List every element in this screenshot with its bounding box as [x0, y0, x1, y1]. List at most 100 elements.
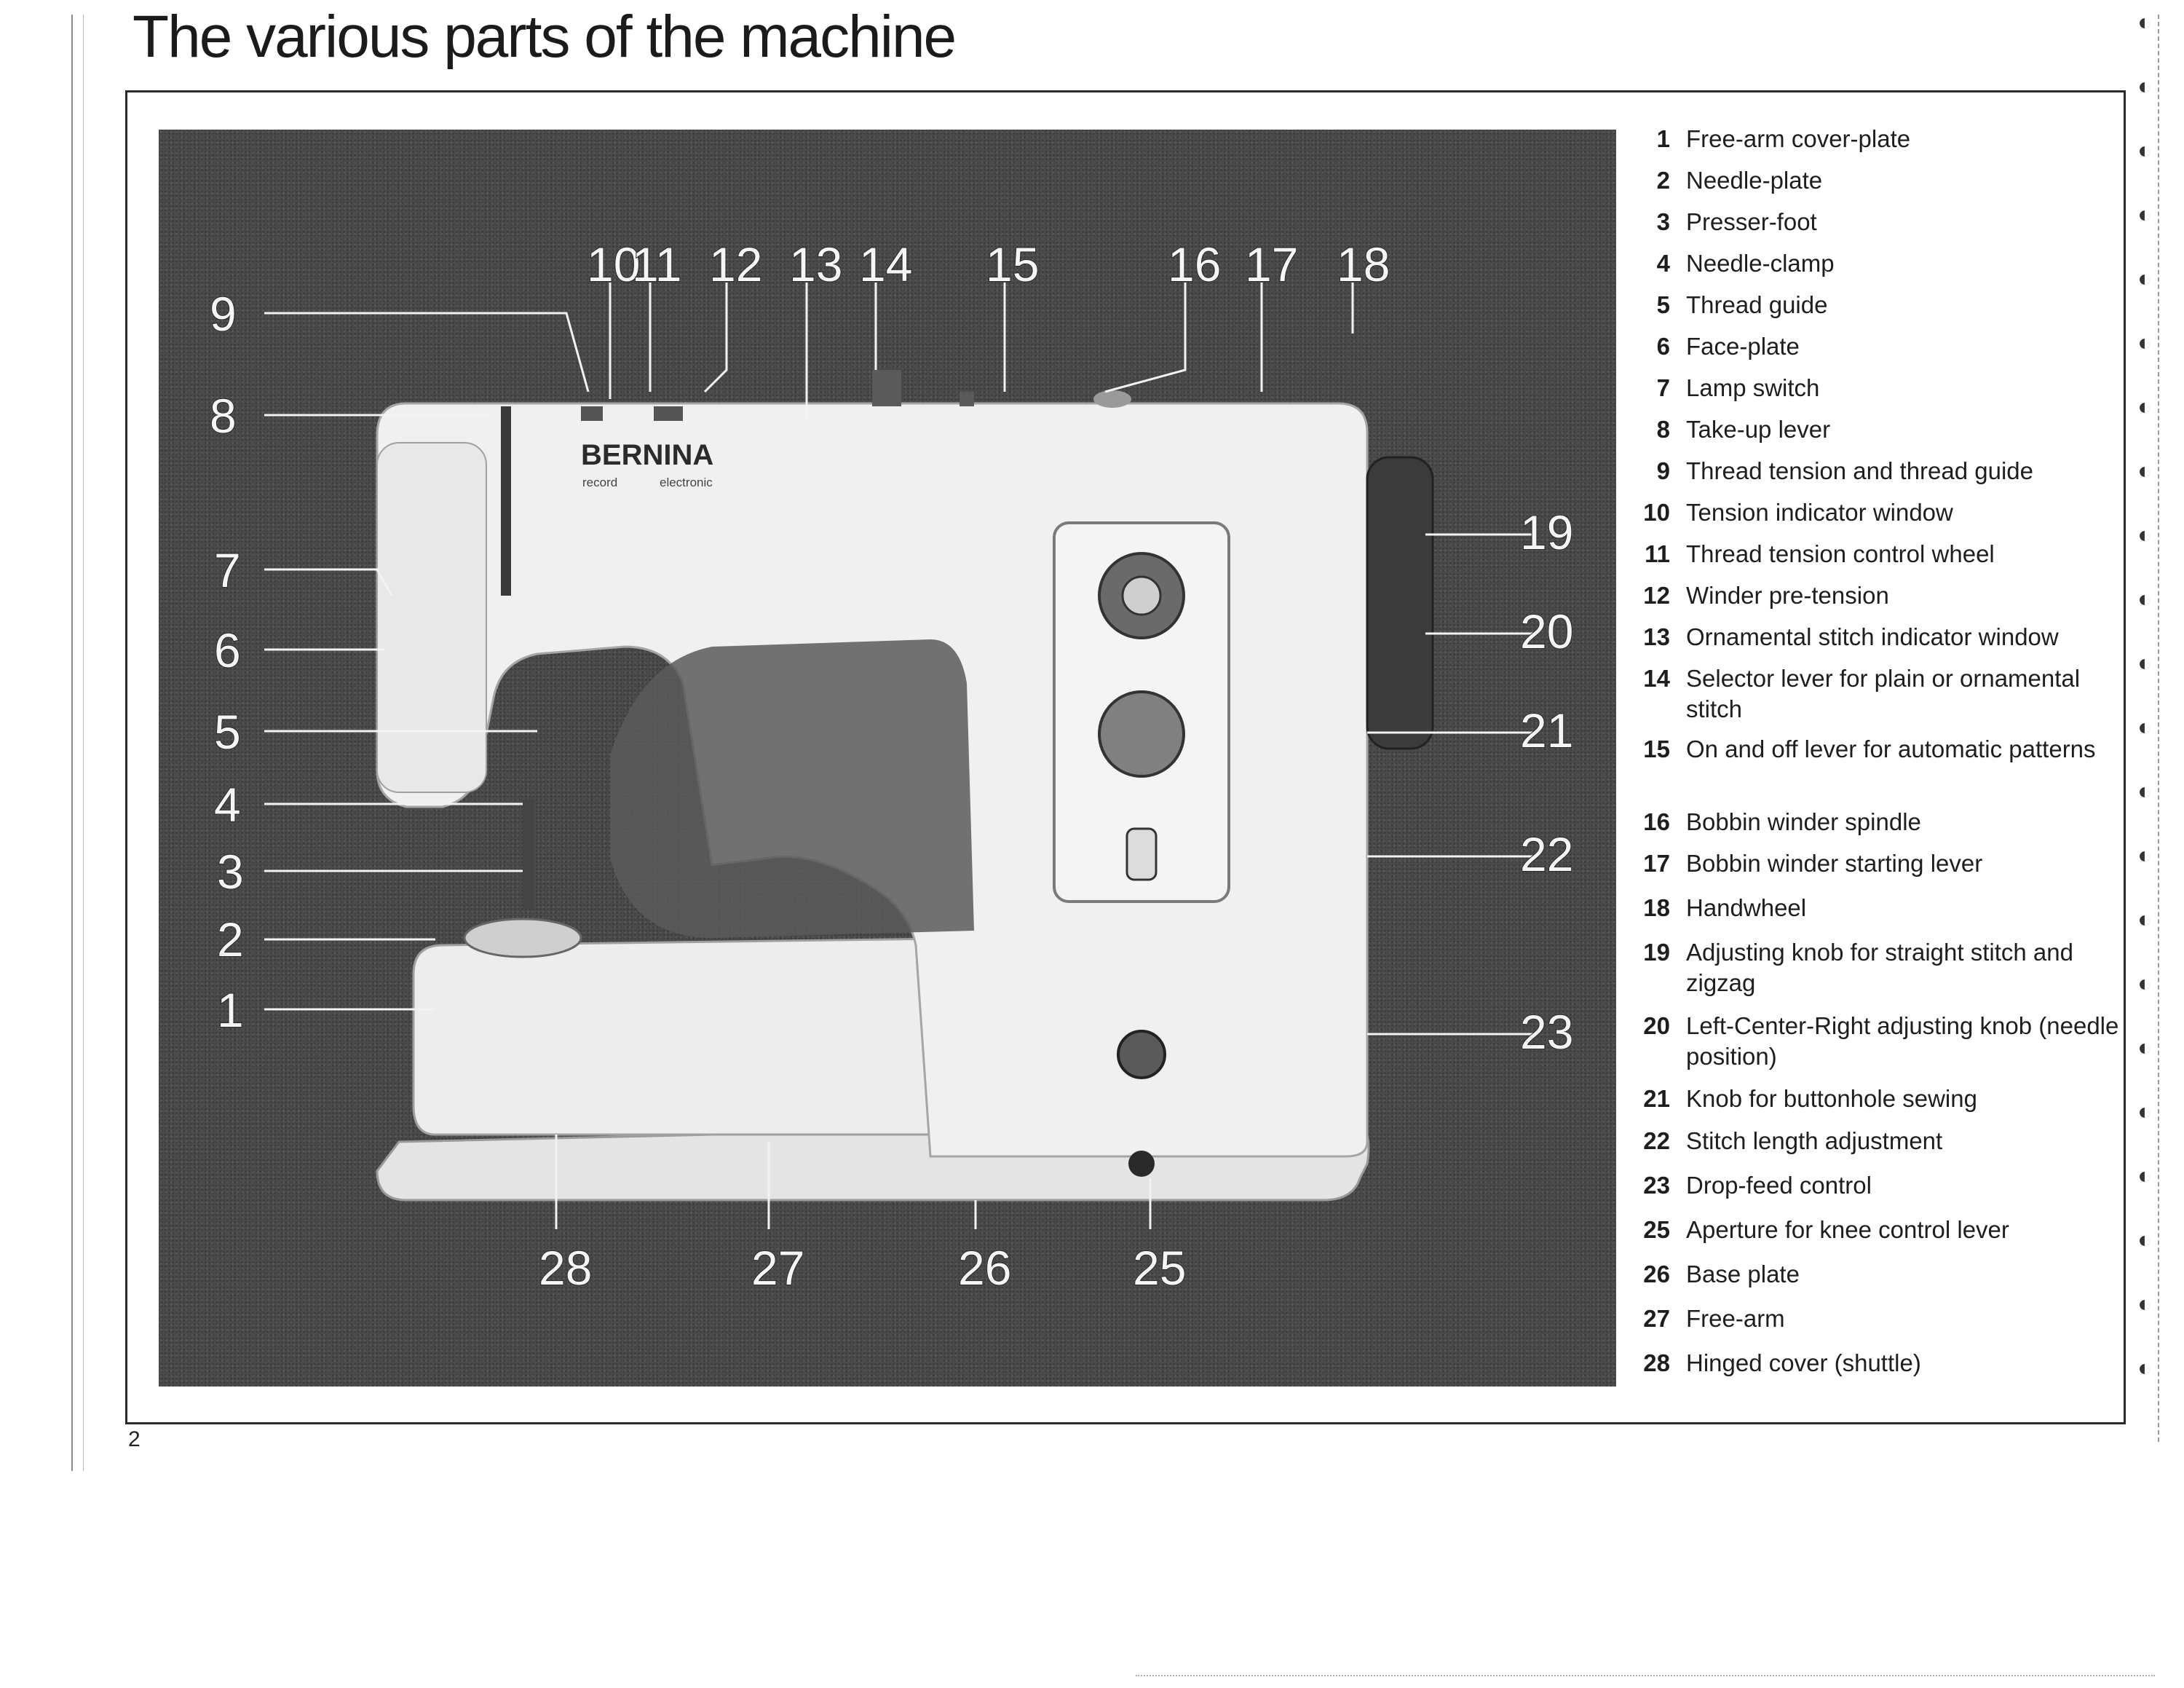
callout-number: 28	[539, 1241, 592, 1295]
free-arm-shape	[412, 936, 1034, 1136]
content-frame	[125, 90, 2126, 1424]
language-mark-icon: ◐	[2137, 906, 2152, 932]
legend-item-number: 21	[1643, 1085, 1670, 1112]
callout-number: 3	[217, 845, 244, 899]
legend-item-number: 22	[1643, 1127, 1670, 1154]
legend-item-number: 26	[1643, 1261, 1670, 1287]
language-mark-icon: ◐	[2137, 1290, 2152, 1317]
language-mark-icon: ◐	[2137, 778, 2152, 804]
face-plate-shape	[376, 442, 487, 793]
callout-number: 25	[1133, 1241, 1186, 1295]
callout-number: 16	[1168, 237, 1221, 291]
legend-item-number: 14	[1643, 665, 1670, 692]
language-mark-icon: ◐	[2137, 457, 2152, 484]
legend-item-label: Handwheel	[1686, 894, 1807, 921]
legend-item-number: 8	[1656, 416, 1670, 443]
language-mark-icon: ◐	[2137, 137, 2152, 163]
legend-item-number: 25	[1643, 1216, 1670, 1243]
language-mark-icon: ◐	[2137, 585, 2152, 612]
legend-item-number: 23	[1643, 1172, 1670, 1199]
language-mark-icon: ◐	[2137, 201, 2152, 227]
callout-number: 12	[709, 237, 762, 291]
legend-item-number: 5	[1656, 291, 1670, 318]
binding-lines	[71, 15, 84, 1471]
language-mark-icon: ◐	[2137, 1226, 2152, 1253]
legend-item-label: Left-Center-Right adjusting knob (needle…	[1686, 1012, 2119, 1070]
legend-item-number: 4	[1656, 250, 1670, 277]
legend-item-label: Ornamental stitch indicator window	[1686, 623, 2059, 650]
legend-item-label: Lamp switch	[1686, 374, 1820, 401]
callout-number: 22	[1520, 827, 1573, 881]
legend-item-number: 10	[1643, 499, 1670, 526]
legend-item-label: Base plate	[1686, 1261, 1800, 1287]
legend-item-label: Aperture for knee control lever	[1686, 1216, 2009, 1243]
legend-item-number: 27	[1643, 1305, 1670, 1332]
legend-item-number: 1	[1656, 125, 1670, 152]
legend-item-number: 6	[1656, 333, 1670, 360]
language-mark-icon: ◐	[2137, 842, 2152, 868]
callout-number: 4	[214, 778, 241, 832]
callout-number: 15	[986, 237, 1039, 291]
language-mark-icon: ◐	[2137, 393, 2152, 419]
brand-name: BERNINA	[581, 439, 713, 471]
language-mark-icon: ◐	[2137, 1034, 2152, 1060]
language-mark-icon: ◐	[2137, 714, 2152, 740]
page-number: 2	[128, 1427, 141, 1451]
language-mark-icon: ◐	[2137, 1354, 2152, 1381]
legend-item-number: 2	[1656, 167, 1670, 194]
legend-item-label: Hinged cover (shuttle)	[1686, 1349, 1921, 1376]
legend-item-number: 17	[1643, 850, 1670, 877]
legend-item-label: Drop-feed control	[1686, 1172, 1872, 1199]
legend-item-number: 28	[1643, 1349, 1670, 1376]
legend-item-label: Needle-plate	[1686, 167, 1823, 194]
legend-item-number: 20	[1643, 1012, 1670, 1039]
legend-item-label: Knob for buttonhole sewing	[1686, 1085, 1977, 1112]
legend-item: 13 Ornamental stitch indicator window	[1629, 622, 2124, 652]
callout-number: 9	[210, 287, 237, 341]
legend-item-label: Bobbin winder starting lever	[1686, 850, 1983, 877]
legend-item-number: 9	[1656, 457, 1670, 484]
legend-item: 21 Knob for buttonhole sewing	[1629, 1084, 2124, 1114]
language-mark-icon: ◐	[2137, 521, 2152, 548]
leader-lines	[264, 283, 1535, 1229]
needle-position-knob-shape	[1098, 690, 1185, 778]
callout-number: 23	[1520, 1005, 1573, 1059]
legend-item-number: 15	[1643, 735, 1670, 762]
callout-number: 19	[1520, 505, 1573, 559]
drop-feed-knob-shape	[1117, 1030, 1166, 1079]
legend-item-label: Selector lever for plain or ornamental s…	[1686, 665, 2081, 722]
legend-item: 14 Selector lever for plain or ornamental…	[1629, 663, 2124, 725]
legend-item-label: Presser-foot	[1686, 208, 1817, 235]
callout-number: 11	[632, 237, 682, 291]
callout-number: 6	[214, 623, 241, 677]
callout-number: 7	[214, 543, 241, 597]
leader-line	[264, 568, 393, 596]
callout-number: 17	[1245, 237, 1298, 291]
legend-item-label: Adjusting knob for straight stitch and z…	[1686, 939, 2073, 996]
language-mark-icon: ◐	[2137, 329, 2152, 355]
legend-item-label: Thread tension control wheel	[1686, 540, 1995, 567]
legend-item: 28 Hinged cover (shuttle)	[1629, 1348, 2124, 1379]
knee-lever-aperture-shape	[1128, 1151, 1155, 1177]
callout-number: 13	[789, 237, 842, 291]
leader-line	[264, 312, 590, 393]
legend-item-number: 3	[1656, 208, 1670, 235]
side-rule	[2158, 15, 2159, 1442]
callout-number: 14	[859, 237, 912, 291]
callout-number: 18	[1337, 237, 1390, 291]
legend-item-number: 13	[1643, 623, 1670, 650]
legend-item-number: 11	[1645, 540, 1670, 567]
callout-number: 26	[958, 1241, 1011, 1295]
